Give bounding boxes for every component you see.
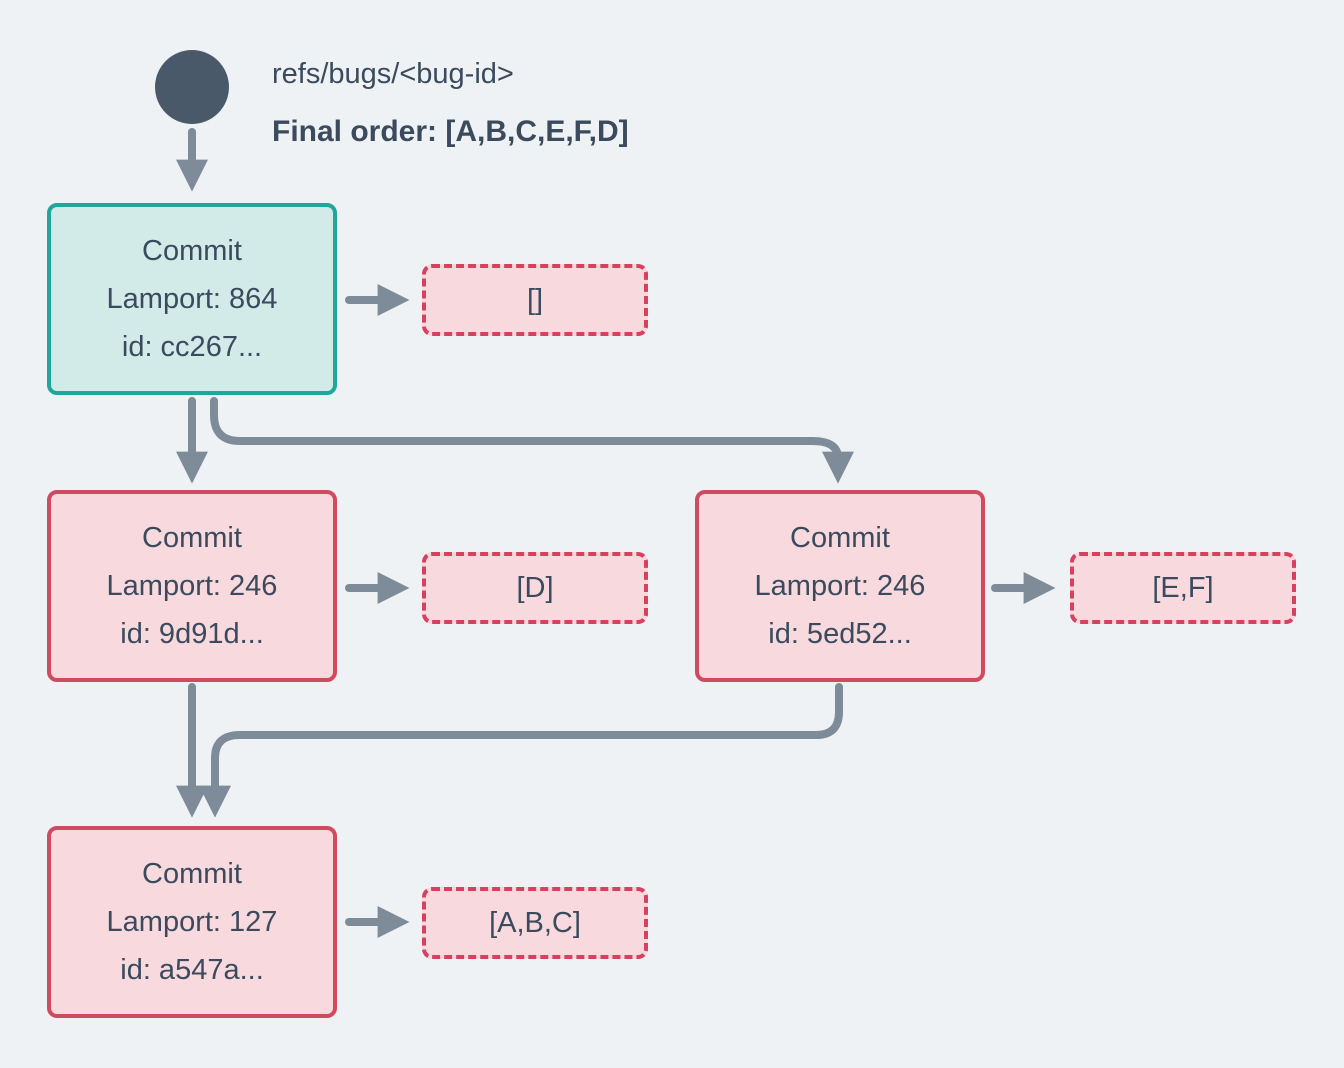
ops-list-value: [A,B,C] xyxy=(489,906,581,939)
commit-lamport: Lamport: 246 xyxy=(106,570,278,602)
commit-title: Commit xyxy=(142,235,242,267)
branch-ref-dot-icon xyxy=(155,50,229,124)
ops-list-5ed52: [E,F] xyxy=(1070,552,1296,624)
commit-node-a547a: Commit Lamport: 127 id: a547a... xyxy=(47,826,337,1018)
commit-title: Commit xyxy=(142,858,242,890)
commit-title: Commit xyxy=(790,522,890,554)
commit-lamport: Lamport: 246 xyxy=(754,570,926,602)
commit-id: id: 5ed52... xyxy=(768,618,912,650)
edge-cc267-to-5ed52 xyxy=(210,397,854,484)
commit-id: id: cc267... xyxy=(121,331,263,363)
edge-5ed52-to-a547a xyxy=(199,683,843,818)
commit-node-5ed52: Commit Lamport: 246 id: 5ed52... xyxy=(695,490,985,682)
ops-list-value: [D] xyxy=(516,571,554,604)
branch-ref-label: refs/bugs/<bug-id> xyxy=(272,58,514,90)
ops-list-cc267: [] xyxy=(422,264,648,336)
ops-list-value: [] xyxy=(526,283,544,316)
commit-lamport: Lamport: 864 xyxy=(106,283,278,315)
commit-lamport: Lamport: 127 xyxy=(106,906,278,938)
commit-id: id: a547a... xyxy=(120,954,264,986)
ops-list-value: [E,F] xyxy=(1152,571,1214,604)
commit-node-cc267: Commit Lamport: 864 id: cc267... xyxy=(47,203,337,395)
ops-list-9d91d: [D] xyxy=(422,552,648,624)
ops-list-a547a: [A,B,C] xyxy=(422,887,648,959)
commit-node-9d91d: Commit Lamport: 246 id: 9d91d... xyxy=(47,490,337,682)
final-order-label: Final order: [A,B,C,E,F,D] xyxy=(272,115,629,148)
commit-id: id: 9d91d... xyxy=(120,618,264,650)
commit-title: Commit xyxy=(142,522,242,554)
